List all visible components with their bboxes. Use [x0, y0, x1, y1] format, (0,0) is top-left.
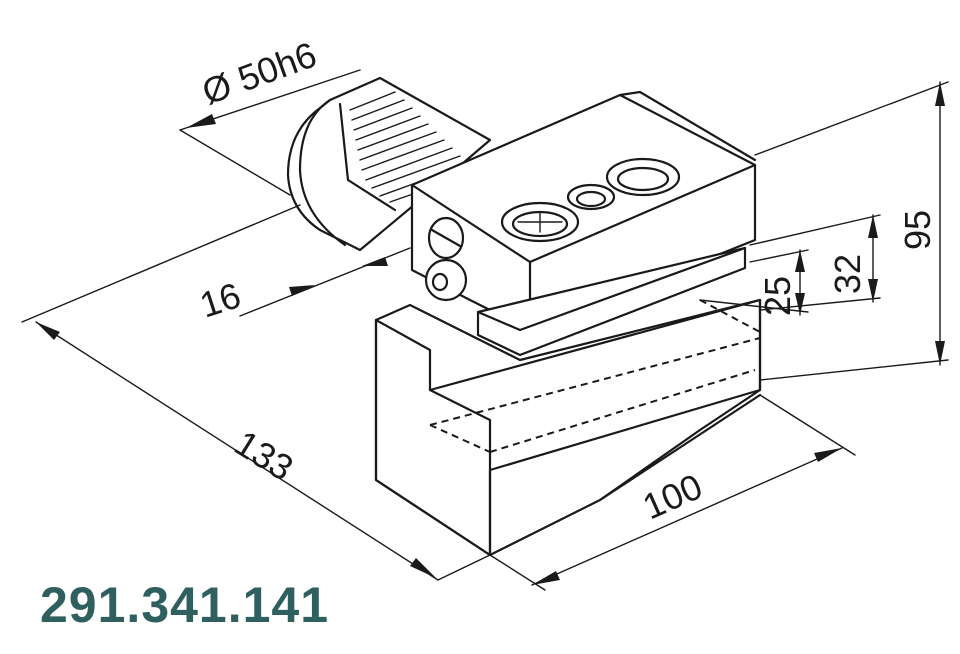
upper-block	[410, 90, 757, 357]
base-block	[374, 298, 762, 557]
part-number: 291.341.141	[40, 577, 330, 633]
cylindrical-shank	[286, 76, 492, 252]
dim-height-low: 25	[699, 249, 809, 316]
screw-hole-small	[566, 183, 616, 211]
dim-offset: 16	[195, 247, 411, 326]
screw-hole-large	[500, 201, 580, 243]
side-screw	[424, 216, 468, 302]
dim-height-total-label: 95	[897, 210, 938, 250]
dim-height-mid: 32	[749, 214, 881, 311]
dim-height-mid-label: 32	[827, 254, 868, 294]
dim-height-low-label: 25	[757, 276, 798, 316]
dim-width-label: 100	[637, 465, 709, 527]
dim-diameter-label: Ø 50h6	[197, 34, 322, 113]
screw-hole-medium	[605, 157, 681, 197]
dim-length-label: 133	[228, 422, 301, 489]
dim-offset-label: 16	[195, 274, 246, 325]
dim-height-total: 95	[754, 81, 949, 381]
hidden-groove	[429, 299, 761, 453]
